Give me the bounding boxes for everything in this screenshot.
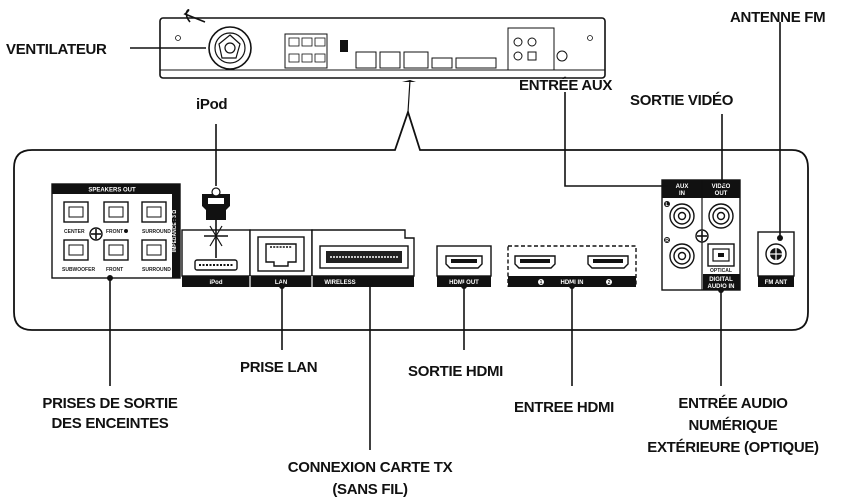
aux-l-jack-icon xyxy=(669,203,695,229)
aux-r-jack-icon xyxy=(669,243,695,269)
callout-entree-hdmi: ENTREE HDMI xyxy=(514,399,614,416)
callout-entree-audio-2: NUMÉRIQUE xyxy=(689,417,778,434)
wireless-port-label: WIRELESS xyxy=(324,280,355,286)
callout-prises-sortie-2: DES ENCEINTES xyxy=(52,415,169,432)
hdmi-out-label: HDMI OUT xyxy=(449,280,479,286)
callout-entree-aux: ENTRÉE AUX xyxy=(519,77,612,94)
plus-icon xyxy=(89,227,103,241)
speaker-terminal-front-l xyxy=(103,239,129,261)
wireless-port-icon xyxy=(319,245,409,269)
video-out-jack-icon xyxy=(708,203,734,229)
mini-av-block xyxy=(507,27,568,71)
hdmi-in-2-label: 2 xyxy=(608,280,611,286)
lan-port-label: LAN xyxy=(275,280,287,286)
front-l-label: FRONT xyxy=(106,267,123,273)
speakers-out-block: SPEAKERS OUT IMPEDANCE : 3 Ω CENTER FRON… xyxy=(51,183,181,279)
ipod-port-label: iPod xyxy=(210,280,223,286)
callout-ventilateur: VENTILATEUR xyxy=(6,41,107,58)
optical-label: OPTICAL xyxy=(710,268,732,274)
fm-ant-block: FM ANT xyxy=(757,231,795,287)
aux-r-label: R xyxy=(665,238,669,244)
speaker-terminal-front-r xyxy=(103,201,129,223)
video-out-label-2: OUT xyxy=(715,191,728,197)
hdmi-out-port-icon xyxy=(445,255,483,269)
callout-ipod: iPod xyxy=(196,96,227,113)
hdmi-in-1-port-icon xyxy=(514,255,556,269)
leader-lines xyxy=(107,22,783,450)
callout-sortie-video: SORTIE VIDÉO xyxy=(630,92,734,109)
hdmi-out-block: HDMI OUT xyxy=(436,245,492,287)
surround-r-label: SURROUND xyxy=(142,229,171,235)
ipod-port-icon xyxy=(194,259,238,271)
fm-antenna-jack-icon xyxy=(765,243,787,265)
callout-prises-sortie-1: PRISES DE SORTIE xyxy=(42,395,178,412)
speakers-out-label: SPEAKERS OUT xyxy=(88,188,136,194)
aux-label-2: IN xyxy=(679,191,685,197)
speaker-terminal-subwoofer xyxy=(63,239,89,261)
speaker-terminal-surround-l xyxy=(141,239,167,261)
lan-port-icon xyxy=(257,236,305,272)
device-rear-overview xyxy=(159,9,606,79)
callout-sortie-hdmi: SORTIE HDMI xyxy=(408,363,503,380)
fan-icon xyxy=(208,26,252,70)
callout-entree-audio-1: ENTRÉE AUDIO xyxy=(678,395,788,412)
optical-port-icon xyxy=(707,243,735,267)
surround-l-label: SURROUND xyxy=(142,267,171,273)
hdmi-in-1-label: 1 xyxy=(540,280,543,286)
aux-video-optical-block: AUX IN VIDEO OUT L R xyxy=(661,179,741,291)
aux-l-label: L xyxy=(665,202,668,208)
video-out-label-1: VIDEO xyxy=(712,184,731,190)
mini-speaker-block xyxy=(284,33,328,69)
callout-antenne-fm: ANTENNE FM xyxy=(730,9,825,26)
aux-label-1: AUX xyxy=(676,184,689,190)
hdmi-in-block: HDMI IN 1 2 xyxy=(507,245,637,287)
impedance-label: IMPEDANCE : 3 Ω xyxy=(172,210,178,253)
speaker-terminal-surround-r xyxy=(141,201,167,223)
callout-connexion-1: CONNEXION CARTE TX xyxy=(288,459,453,476)
center-label: CENTER xyxy=(64,229,85,235)
subwoofer-label: SUBWOOFER xyxy=(62,267,95,273)
speaker-terminal-center xyxy=(63,201,89,223)
digital-audio-label-1: DIGITAL xyxy=(709,277,733,283)
callout-entree-audio-3: EXTÉRIEURE (OPTIQUE) xyxy=(647,439,819,456)
plus-icon xyxy=(695,229,709,243)
front-r-label: FRONT xyxy=(106,229,123,235)
fm-ant-label: FM ANT xyxy=(765,280,788,286)
ipod-connector-icon xyxy=(202,124,230,258)
callout-connexion-2: (SANS FIL) xyxy=(332,481,408,498)
ipod-lan-wireless-block: iPod LAN WIRELESS xyxy=(181,229,415,287)
hdmi-in-2-port-icon xyxy=(587,255,629,269)
callout-prise-lan: PRISE LAN xyxy=(240,359,317,376)
